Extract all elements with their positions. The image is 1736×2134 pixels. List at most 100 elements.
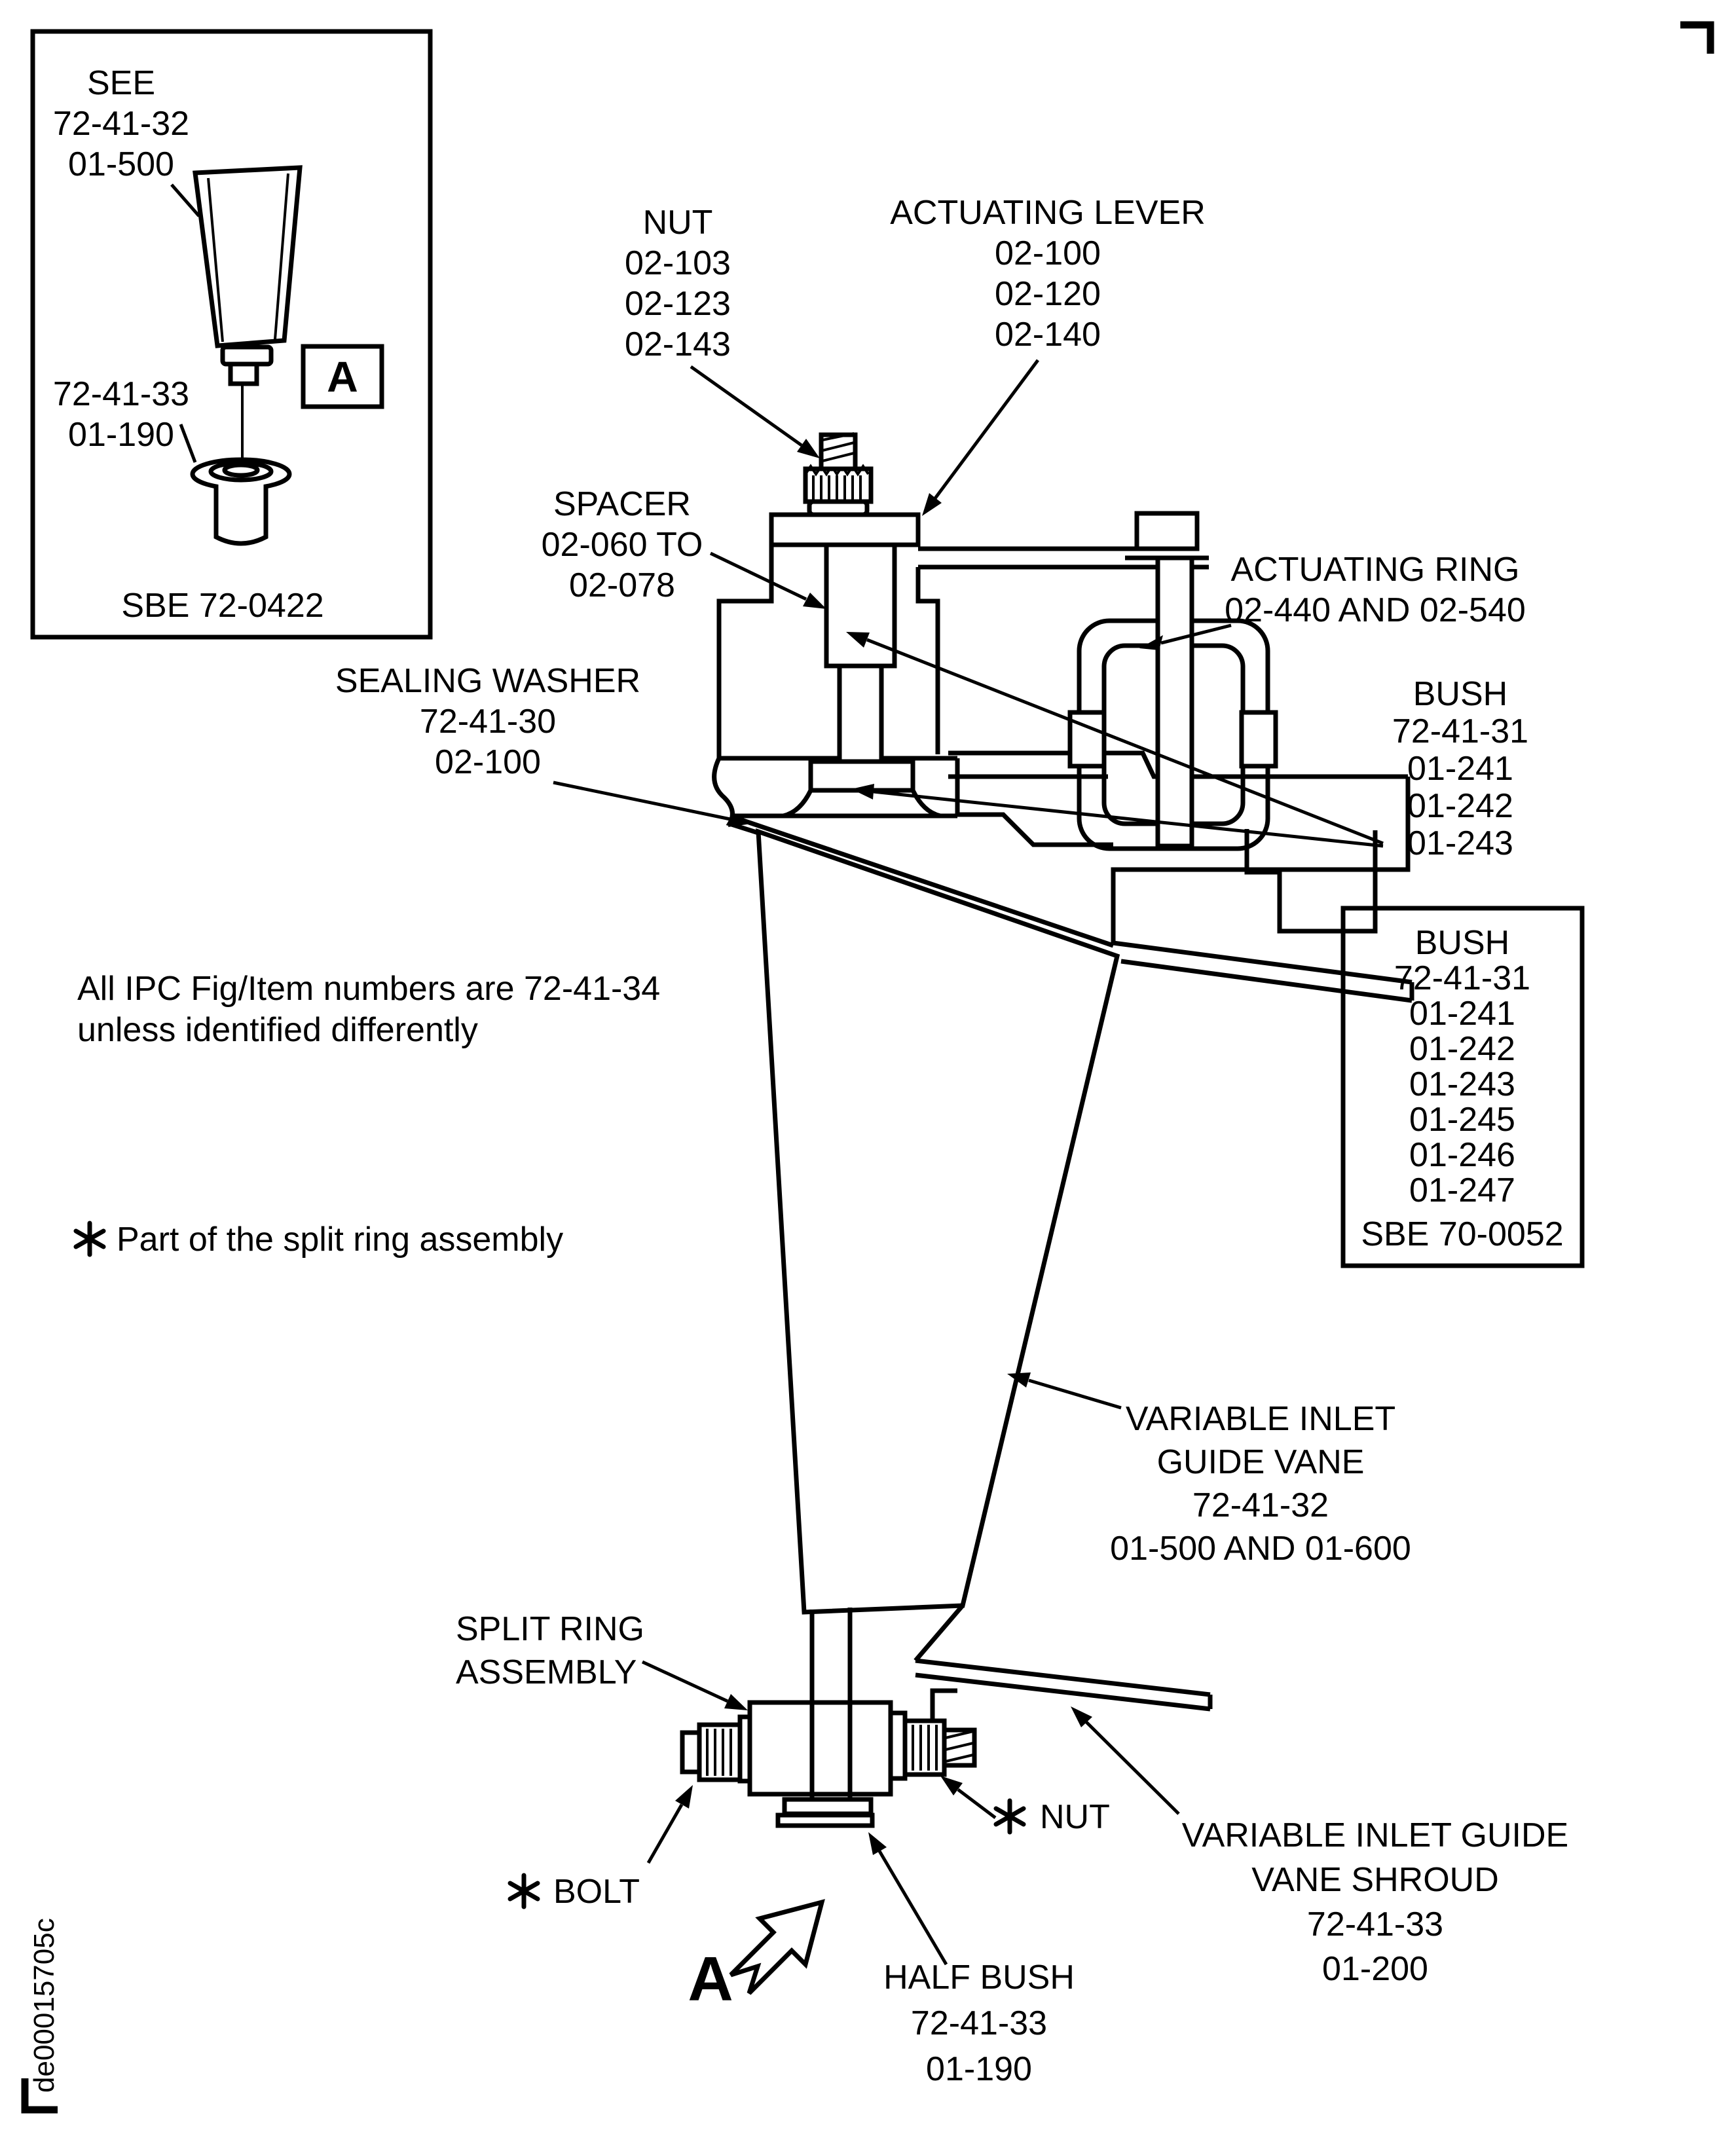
inset-leader-bush	[179, 424, 197, 463]
bush-table-line: 01-247	[1409, 1171, 1515, 1209]
inset-caption: SBE 72-0422	[121, 587, 323, 625]
label-bush-callout: BUSH	[1413, 675, 1507, 713]
split-nut-splines	[912, 1725, 938, 1771]
housing-right-wall	[915, 567, 940, 754]
detail-a-box	[301, 344, 384, 409]
bush-parts-table: BUSH 72-41-31 01-241 01-242 01-243 01-24…	[1340, 906, 1585, 1268]
label-actuating-ring: 02-440 AND 02-540	[1225, 591, 1526, 629]
actuating-lever-arm	[918, 546, 1137, 570]
label-spacer: SPACER	[553, 485, 691, 523]
arrowhead	[846, 632, 870, 648]
view-direction-arrow: A	[688, 1899, 825, 2014]
arrowhead	[922, 493, 942, 516]
label-half-bush: 01-190	[926, 2050, 1032, 2088]
label-split-ring-assembly: SPLIT RING	[456, 1610, 644, 1648]
asterisk-icon	[993, 1798, 1026, 1835]
arrowhead	[1071, 1706, 1092, 1727]
inset-leader-vane	[170, 183, 200, 217]
label-sealing-washer: 02-100	[435, 743, 541, 781]
nut-serration	[804, 464, 870, 477]
label-actuating-lever: 02-120	[995, 275, 1101, 313]
detail-a-marker: A	[327, 352, 358, 401]
label-spacer: 02-060 TO	[542, 526, 703, 564]
bush-table-line: BUSH	[1415, 924, 1509, 962]
inset-bush-hole	[222, 462, 260, 478]
casing-step-upper	[948, 750, 1408, 779]
split-ring-block	[747, 1700, 893, 1797]
label-vigv-shroud: 01-200	[1322, 1950, 1428, 1988]
label-bush-callout: 01-241	[1407, 750, 1513, 788]
sealing-washer-flange	[808, 759, 915, 793]
label-bush-callout: 72-41-31	[1392, 712, 1528, 750]
label-nut-top: 02-123	[625, 285, 731, 323]
label-vigv: 72-41-32	[1192, 1486, 1329, 1524]
housing-top-plate	[769, 512, 921, 547]
label-actuating-ring: ACTUATING RING	[1230, 551, 1519, 589]
split-ring-note: Part of the split ring assembly	[117, 1221, 563, 1259]
bush-table-caption: SBE 70-0052	[1361, 1215, 1563, 1253]
split-bolt	[697, 1722, 743, 1782]
inset-bush-ref: 72-41-33	[53, 375, 189, 413]
vane-root-line	[736, 816, 1115, 948]
inset-vane-collar	[220, 344, 274, 367]
ipc-note: unless identified differently	[77, 1011, 478, 1049]
label-nut-top: 02-103	[625, 244, 731, 282]
bush-table-line: 01-245	[1409, 1101, 1515, 1139]
ipc-note: All IPC Fig/Item numbers are 72-41-34	[77, 970, 660, 1008]
casing-shelf	[1111, 777, 1411, 943]
casing-step-low	[957, 812, 1113, 847]
label-split-ring-assembly: ASSEMBLY	[456, 1653, 637, 1691]
label-bolt: BOLT	[553, 1873, 640, 1911]
page-corner-mark-top-right	[1680, 21, 1714, 54]
bolt-head-cap	[680, 1730, 702, 1775]
label-actuating-lever: 02-140	[995, 316, 1101, 354]
arrowhead	[851, 784, 874, 800]
label-actuating-lever: 02-100	[995, 234, 1101, 272]
bush-table-border	[1340, 906, 1585, 1268]
view-a-marker: A	[688, 1944, 733, 2014]
callout-labels: NUT 02-103 02-123 02-143 ACTUATING LEVER…	[335, 194, 1568, 2088]
inset-bush-body	[213, 485, 268, 546]
bush-table-line: 01-246	[1409, 1136, 1515, 1174]
arrowhead	[1007, 1372, 1031, 1388]
label-nut-top: NUT	[643, 204, 713, 242]
tang-column	[809, 1702, 853, 1799]
bolt-splines	[706, 1729, 732, 1776]
notes: All IPC Fig/Item numbers are 72-41-34 un…	[77, 970, 660, 1259]
page-corner-mark-bottom-left	[21, 2078, 58, 2114]
half-bush-flange	[782, 1797, 874, 1816]
arrowhead	[803, 593, 826, 609]
label-vigv: GUIDE VANE	[1157, 1443, 1365, 1481]
label-nut-bottom: NUT	[1040, 1798, 1110, 1836]
label-vigv: VARIABLE INLET	[1126, 1400, 1395, 1438]
label-sealing-washer: 72-41-30	[420, 703, 556, 741]
clevis-bolt-head	[1134, 511, 1200, 551]
vane-trailing-root	[914, 1604, 965, 1663]
label-actuating-lever: ACTUATING LEVER	[890, 194, 1206, 232]
variable-inlet-guide-vane	[756, 828, 1120, 1615]
half-bush-plate	[775, 1812, 875, 1828]
bush-table-line: 01-243	[1409, 1065, 1515, 1103]
split-nut	[902, 1718, 947, 1777]
threaded-stud	[819, 432, 858, 471]
label-vigv-shroud: VANE SHROUD	[1251, 1861, 1499, 1899]
detail-inset: SEE 72-41-32 01-500 72-41-33 01-190 A SB…	[30, 29, 433, 640]
arrowhead	[940, 1776, 963, 1795]
casing-bracket	[1244, 829, 1378, 934]
inset-border	[30, 29, 433, 640]
arrowhead	[728, 811, 752, 827]
flange-flare	[783, 789, 941, 819]
vane-tang	[809, 1608, 853, 1702]
label-spacer: 02-078	[569, 566, 675, 604]
asterisk-icon	[508, 1873, 540, 1909]
label-half-bush: 72-41-33	[911, 2004, 1047, 2042]
arrowhead	[868, 1832, 887, 1855]
inset-vane-tip	[193, 165, 303, 348]
label-bush-callout: 01-242	[1407, 787, 1513, 825]
vane-shroud-sheet	[915, 1658, 1213, 1712]
arrowhead	[724, 1694, 748, 1710]
nut-splines	[812, 475, 862, 500]
arrowhead	[1139, 635, 1163, 650]
label-vigv-shroud: 72-41-33	[1307, 1905, 1443, 1943]
